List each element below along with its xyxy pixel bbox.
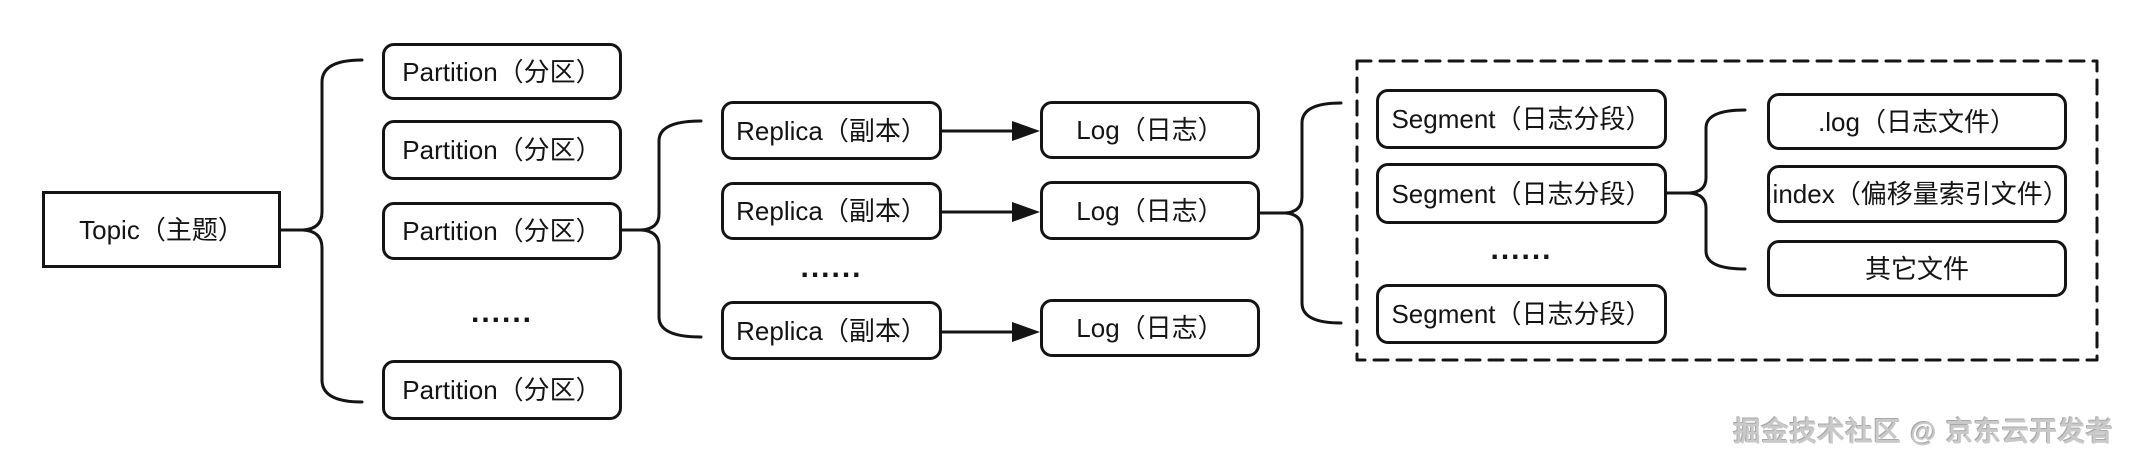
node-segment-1: Segment（日志分段） <box>1376 89 1667 149</box>
node-partition-1: Partition（分区） <box>382 43 622 100</box>
node-log-2: Log（日志） <box>1040 181 1260 240</box>
arrow-replica2-to-log2 <box>940 202 1040 222</box>
node-file-log: .log（日志文件） <box>1767 93 2067 150</box>
node-replica-3: Replica（副本） <box>721 301 942 360</box>
arrow-replica1-to-log1 <box>940 121 1040 141</box>
brace-log-to-segments <box>1283 101 1343 325</box>
node-replica-1: Replica（副本） <box>721 101 942 160</box>
node-segment-3: Segment（日志分段） <box>1376 284 1667 344</box>
ellipsis-replicas: ...... <box>800 251 863 284</box>
node-log-1: Log（日志） <box>1040 101 1260 159</box>
node-partition-3: Partition（分区） <box>382 202 622 260</box>
brace-segment-to-files <box>1687 108 1747 271</box>
node-partition-2: Partition（分区） <box>382 120 622 180</box>
segment-group-dashed-border <box>1355 59 2099 362</box>
arrow-replica3-to-log3 <box>940 322 1040 342</box>
node-partition-4: Partition（分区） <box>382 360 622 420</box>
node-file-index: .index（偏移量索引文件） <box>1765 165 2069 223</box>
brace-topic-to-partitions <box>301 58 364 404</box>
node-file-other: 其它文件 <box>1767 240 2067 297</box>
ellipsis-partitions: ...... <box>470 296 533 329</box>
watermark-text: 掘金技术社区 @ 京东云开发者 <box>1733 417 2114 447</box>
node-log-3: Log（日志） <box>1040 299 1260 357</box>
node-replica-2: Replica（副本） <box>721 182 942 240</box>
brace-partition-to-replicas <box>639 119 703 339</box>
node-topic: Topic（主题） <box>42 191 281 268</box>
node-segment-2: Segment（日志分段） <box>1376 163 1667 224</box>
ellipsis-segments: ...... <box>1490 233 1553 266</box>
